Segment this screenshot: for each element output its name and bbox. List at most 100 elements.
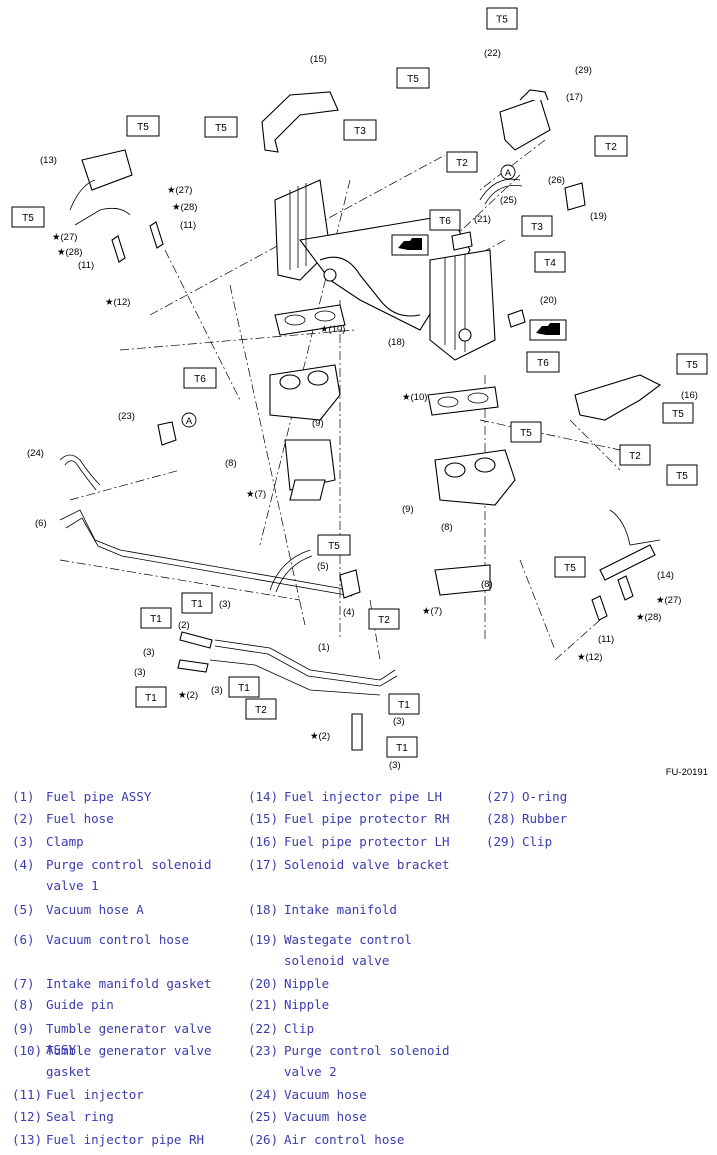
legend-number: (6) — [12, 932, 35, 947]
part-callout: (25) — [500, 195, 517, 206]
legend-text: Tumble generator valve gasket — [46, 1043, 212, 1079]
torque-tag: T1 — [135, 686, 167, 708]
legend-number: (13) — [12, 1132, 43, 1147]
legend-text: Wastegate control solenoid valve — [284, 932, 412, 968]
legend-text: Fuel hose — [46, 811, 114, 826]
legend-text: Clip — [522, 834, 553, 849]
legend-number: (9) — [12, 1021, 35, 1036]
legend-number: (29) — [486, 834, 517, 849]
fuel-pipe-protector-lh — [574, 374, 662, 421]
torque-tag: T5 — [554, 556, 586, 578]
part-callout: (9) — [402, 504, 414, 515]
part-callout: ★(10) — [320, 324, 345, 335]
part-callout: (8) — [225, 458, 237, 469]
legend-number: (27) — [486, 789, 517, 804]
svg-text:T6: T6 — [439, 216, 451, 227]
exploded-parts-diagram: A A T5T5T5T5T3T2T2T5T6T3T4T6T6T5T5T5T2T5… — [11, 7, 708, 778]
part-callout: (1) — [318, 642, 330, 653]
part-callout: (3) — [143, 647, 155, 658]
legend-text: Fuel injector pipe LH — [284, 789, 443, 804]
svg-text:A: A — [186, 416, 193, 427]
solenoid-valve-bracket — [499, 89, 551, 151]
legend-number: (22) — [248, 1021, 279, 1036]
torque-tag: T5 — [666, 464, 698, 486]
torque-tag: T1 — [388, 693, 420, 715]
legend-text: Intake manifold — [284, 902, 397, 917]
oil-can-icon — [529, 319, 567, 341]
legend-number: (7) — [12, 976, 35, 991]
part-callout: (4) — [343, 607, 355, 618]
part-callout: (13) — [40, 155, 57, 166]
svg-text:T5: T5 — [407, 74, 419, 85]
torque-tag: T3 — [343, 119, 377, 141]
part-callout: ★(28) — [636, 612, 661, 623]
legend-number: (11) — [12, 1087, 43, 1102]
svg-text:T1: T1 — [238, 683, 250, 694]
part-callout: (20) — [540, 295, 557, 306]
legend-number: (23) — [248, 1043, 279, 1058]
part-callout: (14) — [657, 570, 674, 581]
svg-text:T2: T2 — [255, 705, 267, 716]
part-callout: ★(27) — [656, 595, 681, 606]
part-callout: (17) — [566, 92, 583, 103]
svg-text:T5: T5 — [672, 409, 684, 420]
legend-text: O-ring — [522, 789, 568, 804]
fuel-pipe-assy — [177, 631, 398, 751]
part-callout: (23) — [118, 411, 135, 422]
part-callout: (3) — [219, 599, 231, 610]
part-callout: (15) — [310, 54, 327, 65]
svg-text:T1: T1 — [396, 743, 408, 754]
tumble-generator-valve-rh — [269, 364, 341, 501]
svg-text:T2: T2 — [456, 158, 468, 169]
torque-tag: T5 — [510, 421, 542, 443]
hoses — [59, 178, 523, 597]
tumble-generator-valve-lh — [434, 449, 516, 596]
svg-text:T4: T4 — [544, 258, 556, 269]
leader-lines — [59, 139, 621, 661]
part-callout: ★(10) — [402, 392, 427, 403]
part-callout: (29) — [575, 65, 592, 76]
legend-text: Purge control solenoid valve 2 — [284, 1043, 450, 1079]
torque-tag: T5 — [126, 115, 160, 137]
legend-number: (18) — [248, 902, 279, 917]
svg-text:T5: T5 — [137, 122, 149, 133]
legend-text: Nipple — [284, 997, 330, 1012]
part-callout: (9) — [312, 418, 324, 429]
part-callout: ★(12) — [105, 297, 130, 308]
torque-tag: T4 — [534, 251, 566, 273]
torque-tag: T5 — [486, 7, 518, 30]
legend-number: (15) — [248, 811, 279, 826]
part-callout: (8) — [441, 522, 453, 533]
torque-tag: T6 — [429, 209, 461, 231]
part-callout: (3) — [211, 685, 223, 696]
svg-text:T5: T5 — [328, 541, 340, 552]
torque-tag: T2 — [245, 698, 277, 720]
legend-text: Guide pin — [46, 997, 114, 1012]
part-callout: (5) — [317, 561, 329, 572]
legend-number: (28) — [486, 811, 517, 826]
svg-text:T2: T2 — [605, 142, 617, 153]
oil-can-icon — [391, 234, 429, 256]
svg-text:T5: T5 — [496, 15, 508, 26]
part-callout: (22) — [484, 48, 501, 59]
torque-tag: T6 — [526, 351, 560, 373]
part-callout: (2) — [178, 620, 190, 631]
legend-text: Purge control solenoid valve 1 — [46, 857, 212, 893]
svg-text:T5: T5 — [686, 360, 698, 371]
part-callout: (11) — [598, 634, 614, 645]
torque-tag: T5 — [317, 534, 351, 556]
part-callout: ★(28) — [172, 202, 197, 213]
part-callouts: (15)(22)(29)(17)(13)★(27)★(28)(11)★(27)★… — [27, 48, 698, 771]
legend-text: Air control hose — [284, 1132, 405, 1147]
svg-text:T1: T1 — [150, 614, 162, 625]
legend-number: (24) — [248, 1087, 279, 1102]
legend-number: (1) — [12, 789, 35, 804]
legend-text: Rubber — [522, 811, 568, 826]
torque-tag: T1 — [228, 676, 260, 698]
part-callout: (3) — [389, 760, 401, 771]
part-callout: (21) — [474, 214, 491, 225]
svg-text:T3: T3 — [354, 126, 366, 137]
part-callout: (16) — [681, 390, 698, 401]
svg-text:T5: T5 — [676, 471, 688, 482]
